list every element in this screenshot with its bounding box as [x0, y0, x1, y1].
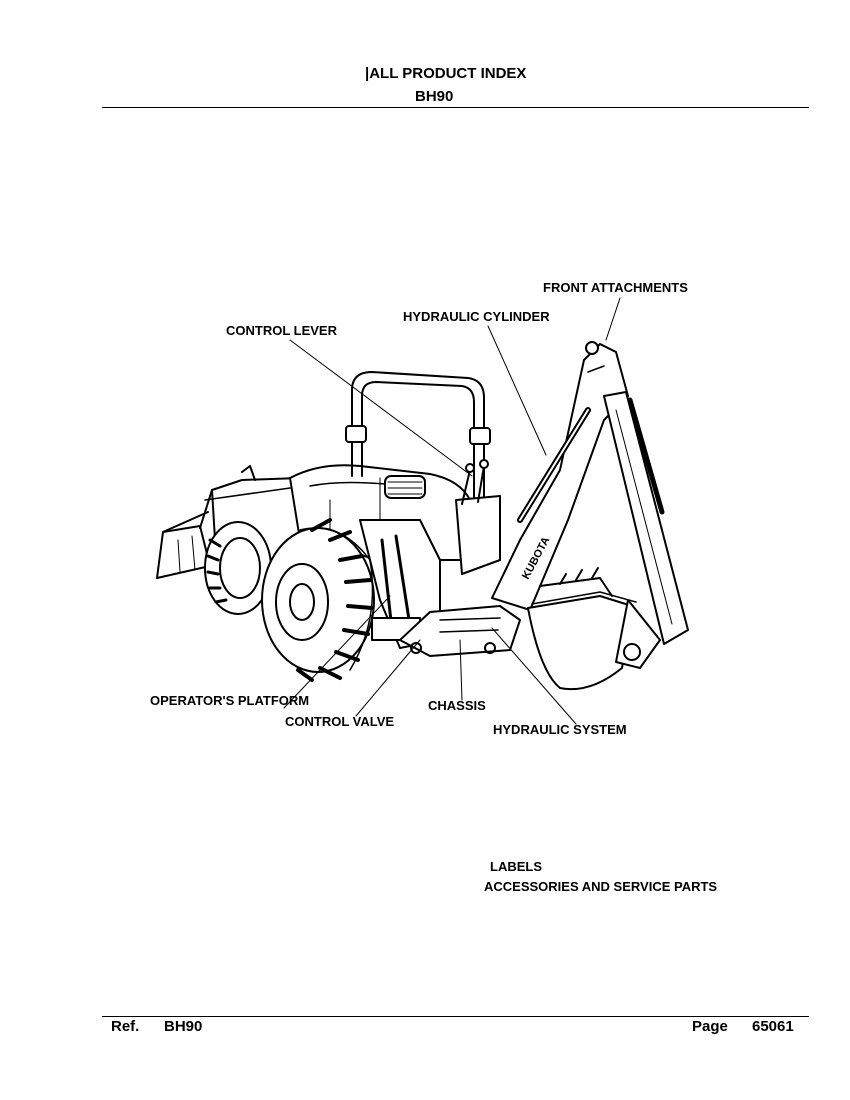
backhoe-chassis — [399, 605, 521, 657]
control-tower — [455, 459, 501, 575]
index-title: |ALL PRODUCT INDEX — [365, 65, 527, 82]
dipper-stick — [603, 391, 689, 645]
footer-ref-label: Ref. — [111, 1018, 140, 1035]
rear-tire — [261, 518, 375, 682]
callout-operators-platform[interactable]: OPERATOR'S PLATFORM — [150, 693, 310, 708]
callout-hydraulic-system[interactable]: HYDRAULIC SYSTEM — [493, 722, 627, 737]
callout-hydraulic-cylinder[interactable]: HYDRAULIC CYLINDER — [403, 309, 550, 324]
model-heading: BH90 — [415, 88, 454, 105]
rops-frame — [345, 371, 491, 501]
index-link-labels[interactable]: LABELS — [490, 859, 542, 874]
callout-front-attachments[interactable]: FRONT ATTACHMENTS — [543, 280, 688, 295]
callout-chassis[interactable]: CHASSIS — [428, 698, 486, 713]
footer-rule — [102, 1016, 809, 1017]
footer-page-label: Page — [692, 1018, 728, 1035]
front-tire — [204, 521, 272, 615]
header-rule — [102, 107, 809, 108]
callout-control-lever[interactable]: CONTROL LEVER — [226, 323, 337, 338]
rear-bucket — [527, 567, 637, 691]
backhoe-boom — [491, 341, 629, 611]
leader-lines — [283, 297, 621, 725]
index-link-accessories[interactable]: ACCESSORIES AND SERVICE PARTS — [484, 879, 718, 894]
stabilizer — [615, 599, 661, 669]
footer-page-number: 65061 — [752, 1018, 794, 1035]
callout-control-valve[interactable]: CONTROL VALVE — [285, 714, 395, 729]
boom-cylinder — [517, 407, 591, 523]
footer-ref-value: BH90 — [164, 1018, 203, 1035]
